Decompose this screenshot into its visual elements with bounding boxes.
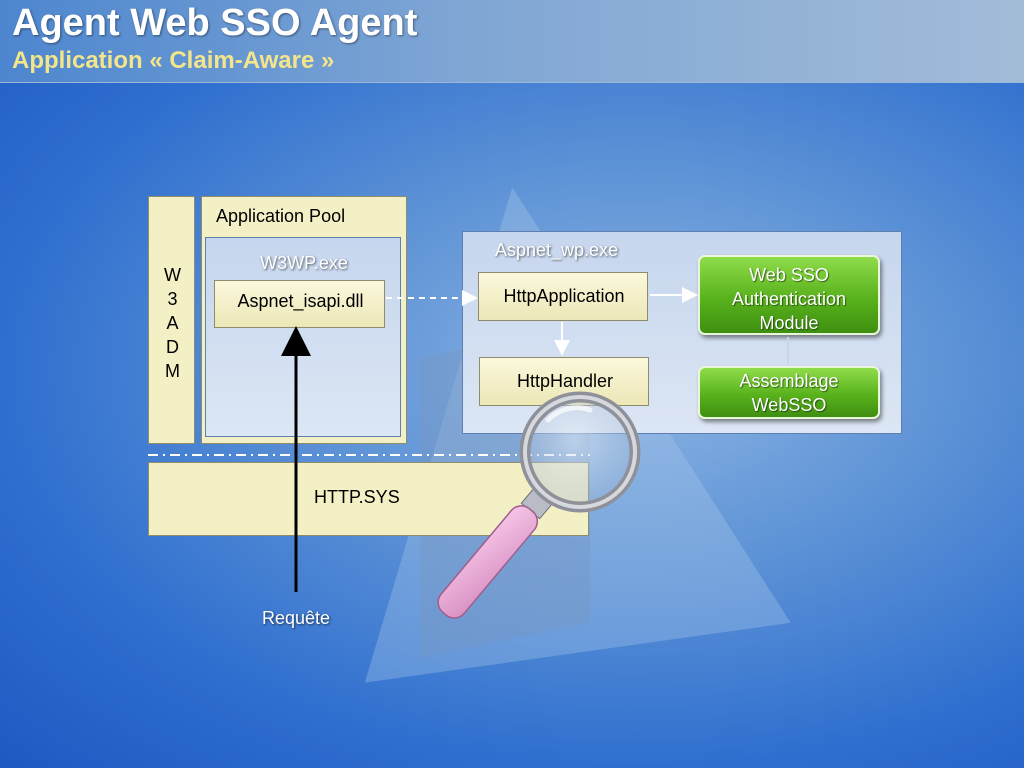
w3wp-label: W3WP.exe: [260, 253, 348, 273]
application-pool-label: Application Pool: [216, 206, 346, 226]
aspnet-isapi-box: Aspnet_isapi.dll: [214, 280, 385, 328]
slide-title: Agent Web SSO Agent: [12, 2, 418, 44]
websso-module-line: Module: [759, 313, 819, 333]
http-handler-label: HttpHandler: [516, 371, 614, 391]
assemblage-line: WebSSO: [751, 395, 827, 415]
slide-subtitle: Application « Claim-Aware »: [12, 47, 335, 74]
assemblage-line: Assemblage: [739, 371, 839, 391]
w3adm-letter: W: [164, 265, 181, 285]
w3adm-letter: A: [166, 313, 179, 333]
http-application-label: HttpApplication: [503, 286, 625, 306]
w3adm-letter: 3: [167, 289, 178, 309]
websso-authentication-module: Web SSO Authentication Module: [698, 255, 880, 335]
http-application-box: HttpApplication: [478, 272, 648, 321]
aspnet-isapi-label: Aspnet_isapi.dll: [237, 291, 364, 311]
websso-module-line: Web SSO: [749, 265, 829, 285]
title-bar: Agent Web SSO Agent Application « Claim-…: [0, 0, 1024, 83]
w3adm-box: W 3 A D M: [148, 196, 195, 444]
requete-label: Requête: [262, 608, 331, 628]
assemblage-websso: Assemblage WebSSO: [698, 366, 880, 419]
websso-module-line: Authentication: [731, 289, 847, 309]
w3adm-letter: D: [166, 337, 179, 357]
w3adm-letter: M: [165, 361, 180, 381]
aspnet-wp-label: Aspnet_wp.exe: [495, 240, 619, 260]
http-sys-label: HTTP.SYS: [314, 487, 400, 507]
